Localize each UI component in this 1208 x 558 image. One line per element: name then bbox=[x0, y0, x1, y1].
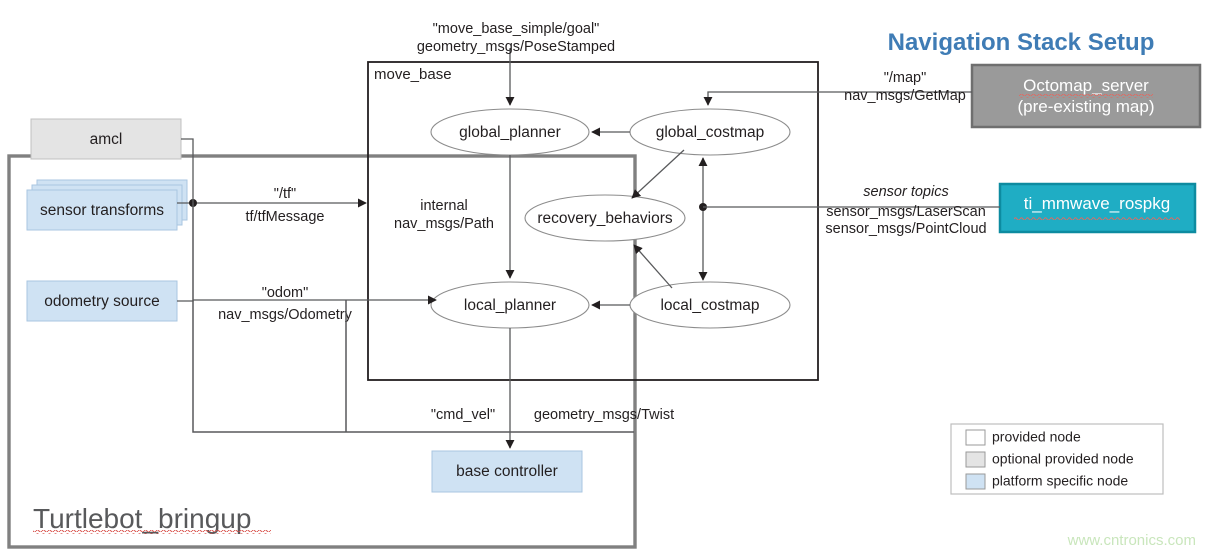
edge-odom-stub bbox=[177, 300, 194, 302]
legend-label-platform: platform specific node bbox=[992, 473, 1128, 489]
edge-tf-type-label: tf/tfMessage bbox=[246, 209, 325, 225]
edge-internal-label-line1: internal bbox=[420, 198, 468, 214]
edge-sensor-type1-label: sensor_msgs/LaserScan bbox=[826, 204, 986, 220]
octomap-spellcheck-underline bbox=[1019, 94, 1153, 98]
node-amcl-box[interactable] bbox=[30, 118, 182, 160]
turtlebot-bringup-container bbox=[7, 154, 637, 549]
node-amcl-label: amcl bbox=[90, 131, 123, 148]
node-sensor-transforms-box[interactable] bbox=[26, 189, 178, 231]
edge-map-topic-label: "/map" bbox=[884, 70, 927, 86]
edge-odom-type-label: nav_msgs/Odometry bbox=[218, 307, 353, 323]
node-base-controller-label: base controller bbox=[456, 463, 558, 480]
edge-goal-topic-label: "move_base_simple/goal" bbox=[433, 21, 600, 37]
node-recovery-behaviors[interactable] bbox=[524, 194, 686, 242]
node-sensor-transforms-label: sensor transforms bbox=[40, 202, 164, 219]
edge-map-to-global-costmap bbox=[703, 91, 972, 106]
node-local-planner-label: local_planner bbox=[464, 297, 556, 314]
node-recovery-behaviors-label: recovery_behaviors bbox=[537, 210, 673, 227]
edge-odom-topic-label: "odom" bbox=[262, 285, 309, 301]
edge-local-costmap-to-recovery-behaviors bbox=[633, 244, 673, 289]
move-base-label: move_base bbox=[374, 66, 452, 83]
legend-label-optional: optional provided node bbox=[992, 451, 1134, 467]
node-octomap-server-label-line1: Octomap_server bbox=[1023, 76, 1149, 95]
edge-map-type-label: nav_msgs/GetMap bbox=[844, 88, 966, 104]
legend-container bbox=[950, 423, 1164, 495]
edge-global-costmap-to-recovery-behaviors bbox=[631, 149, 685, 199]
node-ti-mmwave-rospkg-box[interactable] bbox=[998, 182, 1197, 234]
mmwave-spellcheck-underline bbox=[1014, 216, 1180, 220]
turtlebot-bringup-label: Turtlebot_bringup bbox=[33, 503, 251, 534]
node-ti-mmwave-rospkg-label: ti_mmwave_rospkg bbox=[1024, 194, 1170, 213]
legend-swatch-provided bbox=[965, 429, 986, 446]
move-base-container bbox=[367, 61, 819, 381]
edge-cmdvel-type-label: geometry_msgs/Twist bbox=[534, 407, 674, 423]
edge-tf-topic-label: "/tf" bbox=[274, 186, 296, 202]
page-title: Navigation Stack Setup bbox=[888, 29, 1155, 56]
edge-internal-label-line2: nav_msgs/Path bbox=[394, 216, 494, 232]
node-global-costmap-label: global_costmap bbox=[656, 124, 765, 141]
node-odometry-source-box[interactable] bbox=[26, 280, 178, 322]
node-global-planner-label: global_planner bbox=[459, 124, 561, 141]
rail-bringup-left bbox=[192, 203, 346, 433]
node-odometry-source-label: odometry source bbox=[44, 293, 159, 310]
legend-label-provided: provided node bbox=[992, 429, 1081, 445]
edge-cmdvel-topic-label: "cmd_vel" bbox=[431, 407, 495, 423]
legend-swatch-platform bbox=[965, 473, 986, 490]
edge-sensor-topics-label: sensor topics bbox=[863, 184, 948, 200]
node-local-costmap-label: local_costmap bbox=[660, 297, 759, 314]
bringup-spellcheck-underline bbox=[33, 530, 271, 534]
edge-amcl-to-tf bbox=[181, 138, 194, 203]
node-base-controller-box[interactable] bbox=[431, 450, 583, 493]
node-octomap-server-label-line2: (pre-existing map) bbox=[1018, 97, 1155, 116]
watermark-label: www.cntronics.com bbox=[1067, 532, 1196, 549]
edge-goal-type-label: geometry_msgs/PoseStamped bbox=[417, 39, 615, 55]
legend-swatch-optional bbox=[965, 451, 986, 468]
edge-sensor-type2-label: sensor_msgs/PointCloud bbox=[825, 221, 986, 237]
